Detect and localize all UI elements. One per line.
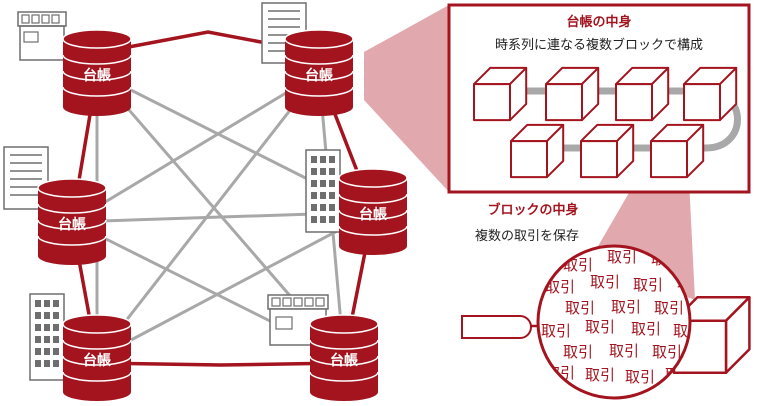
block-info-title: ブロックの中身 (487, 202, 578, 218)
magnifier-handle-icon (461, 315, 546, 339)
ledger-link-secondary (71, 71, 320, 224)
transaction-label: 取引 (611, 298, 641, 316)
transaction-label: 取引 (673, 322, 703, 340)
database-icon: 台帳 (284, 29, 354, 116)
ledger-label: 台帳 (83, 67, 111, 84)
transaction-label: 取引 (633, 276, 663, 294)
transaction-label: 取引 (654, 299, 684, 317)
transaction-label: 取引 (585, 318, 615, 336)
ledger-link-primary (96, 361, 345, 367)
transaction-label: 取引 (585, 366, 615, 384)
cube-block-icon (615, 66, 670, 122)
transaction-label: 取引 (563, 256, 593, 274)
transaction-label: 取引 (631, 320, 661, 338)
ledger-label: 台帳 (305, 67, 333, 84)
ledger-link-secondary (95, 72, 321, 359)
cube-block-icon (580, 123, 635, 179)
cube-block-icon (683, 66, 738, 122)
ledger-label: 台帳 (330, 352, 358, 369)
cube-block-icon (545, 66, 600, 122)
database-icon: 台帳 (338, 168, 408, 255)
database-icon: 台帳 (309, 314, 379, 401)
cube-block-icon (473, 66, 528, 122)
block-info-subtitle: 複数の取引を保存 (475, 228, 579, 244)
zoom-projection-chain (364, 5, 449, 192)
transaction-label: 取引 (545, 364, 575, 382)
magnifier-lens (536, 244, 692, 400)
shop-icon (17, 11, 67, 61)
transaction-label: 取引 (541, 322, 571, 340)
ledger-link-secondary (96, 210, 374, 360)
transaction-label: 取引 (652, 343, 682, 361)
chain-panel-title: 台帳の中身 (566, 14, 631, 30)
cube-block-icon (510, 123, 565, 179)
tower-building-icon (29, 293, 65, 381)
transaction-label: 取引 (565, 299, 595, 317)
transaction-label: 取引 (590, 273, 620, 291)
cube-block-icon (650, 123, 705, 179)
ledger-label: 台帳 (359, 206, 387, 223)
transaction-label: 取引 (563, 343, 593, 361)
tower-building-icon (305, 149, 341, 233)
transaction-label: 取引 (625, 368, 655, 386)
database-icon: 台帳 (62, 314, 132, 401)
chain-panel-subtitle: 時系列に連なる複数ブロックで構成 (495, 37, 703, 53)
transaction-label: 取引 (609, 342, 639, 360)
transaction-label: 取引 (607, 248, 637, 266)
ledger-label: 台帳 (58, 216, 86, 233)
ledger-label: 台帳 (83, 352, 111, 369)
database-icon: 台帳 (37, 178, 107, 265)
database-icon: 台帳 (62, 29, 132, 116)
transaction-label: 取引 (545, 278, 575, 296)
